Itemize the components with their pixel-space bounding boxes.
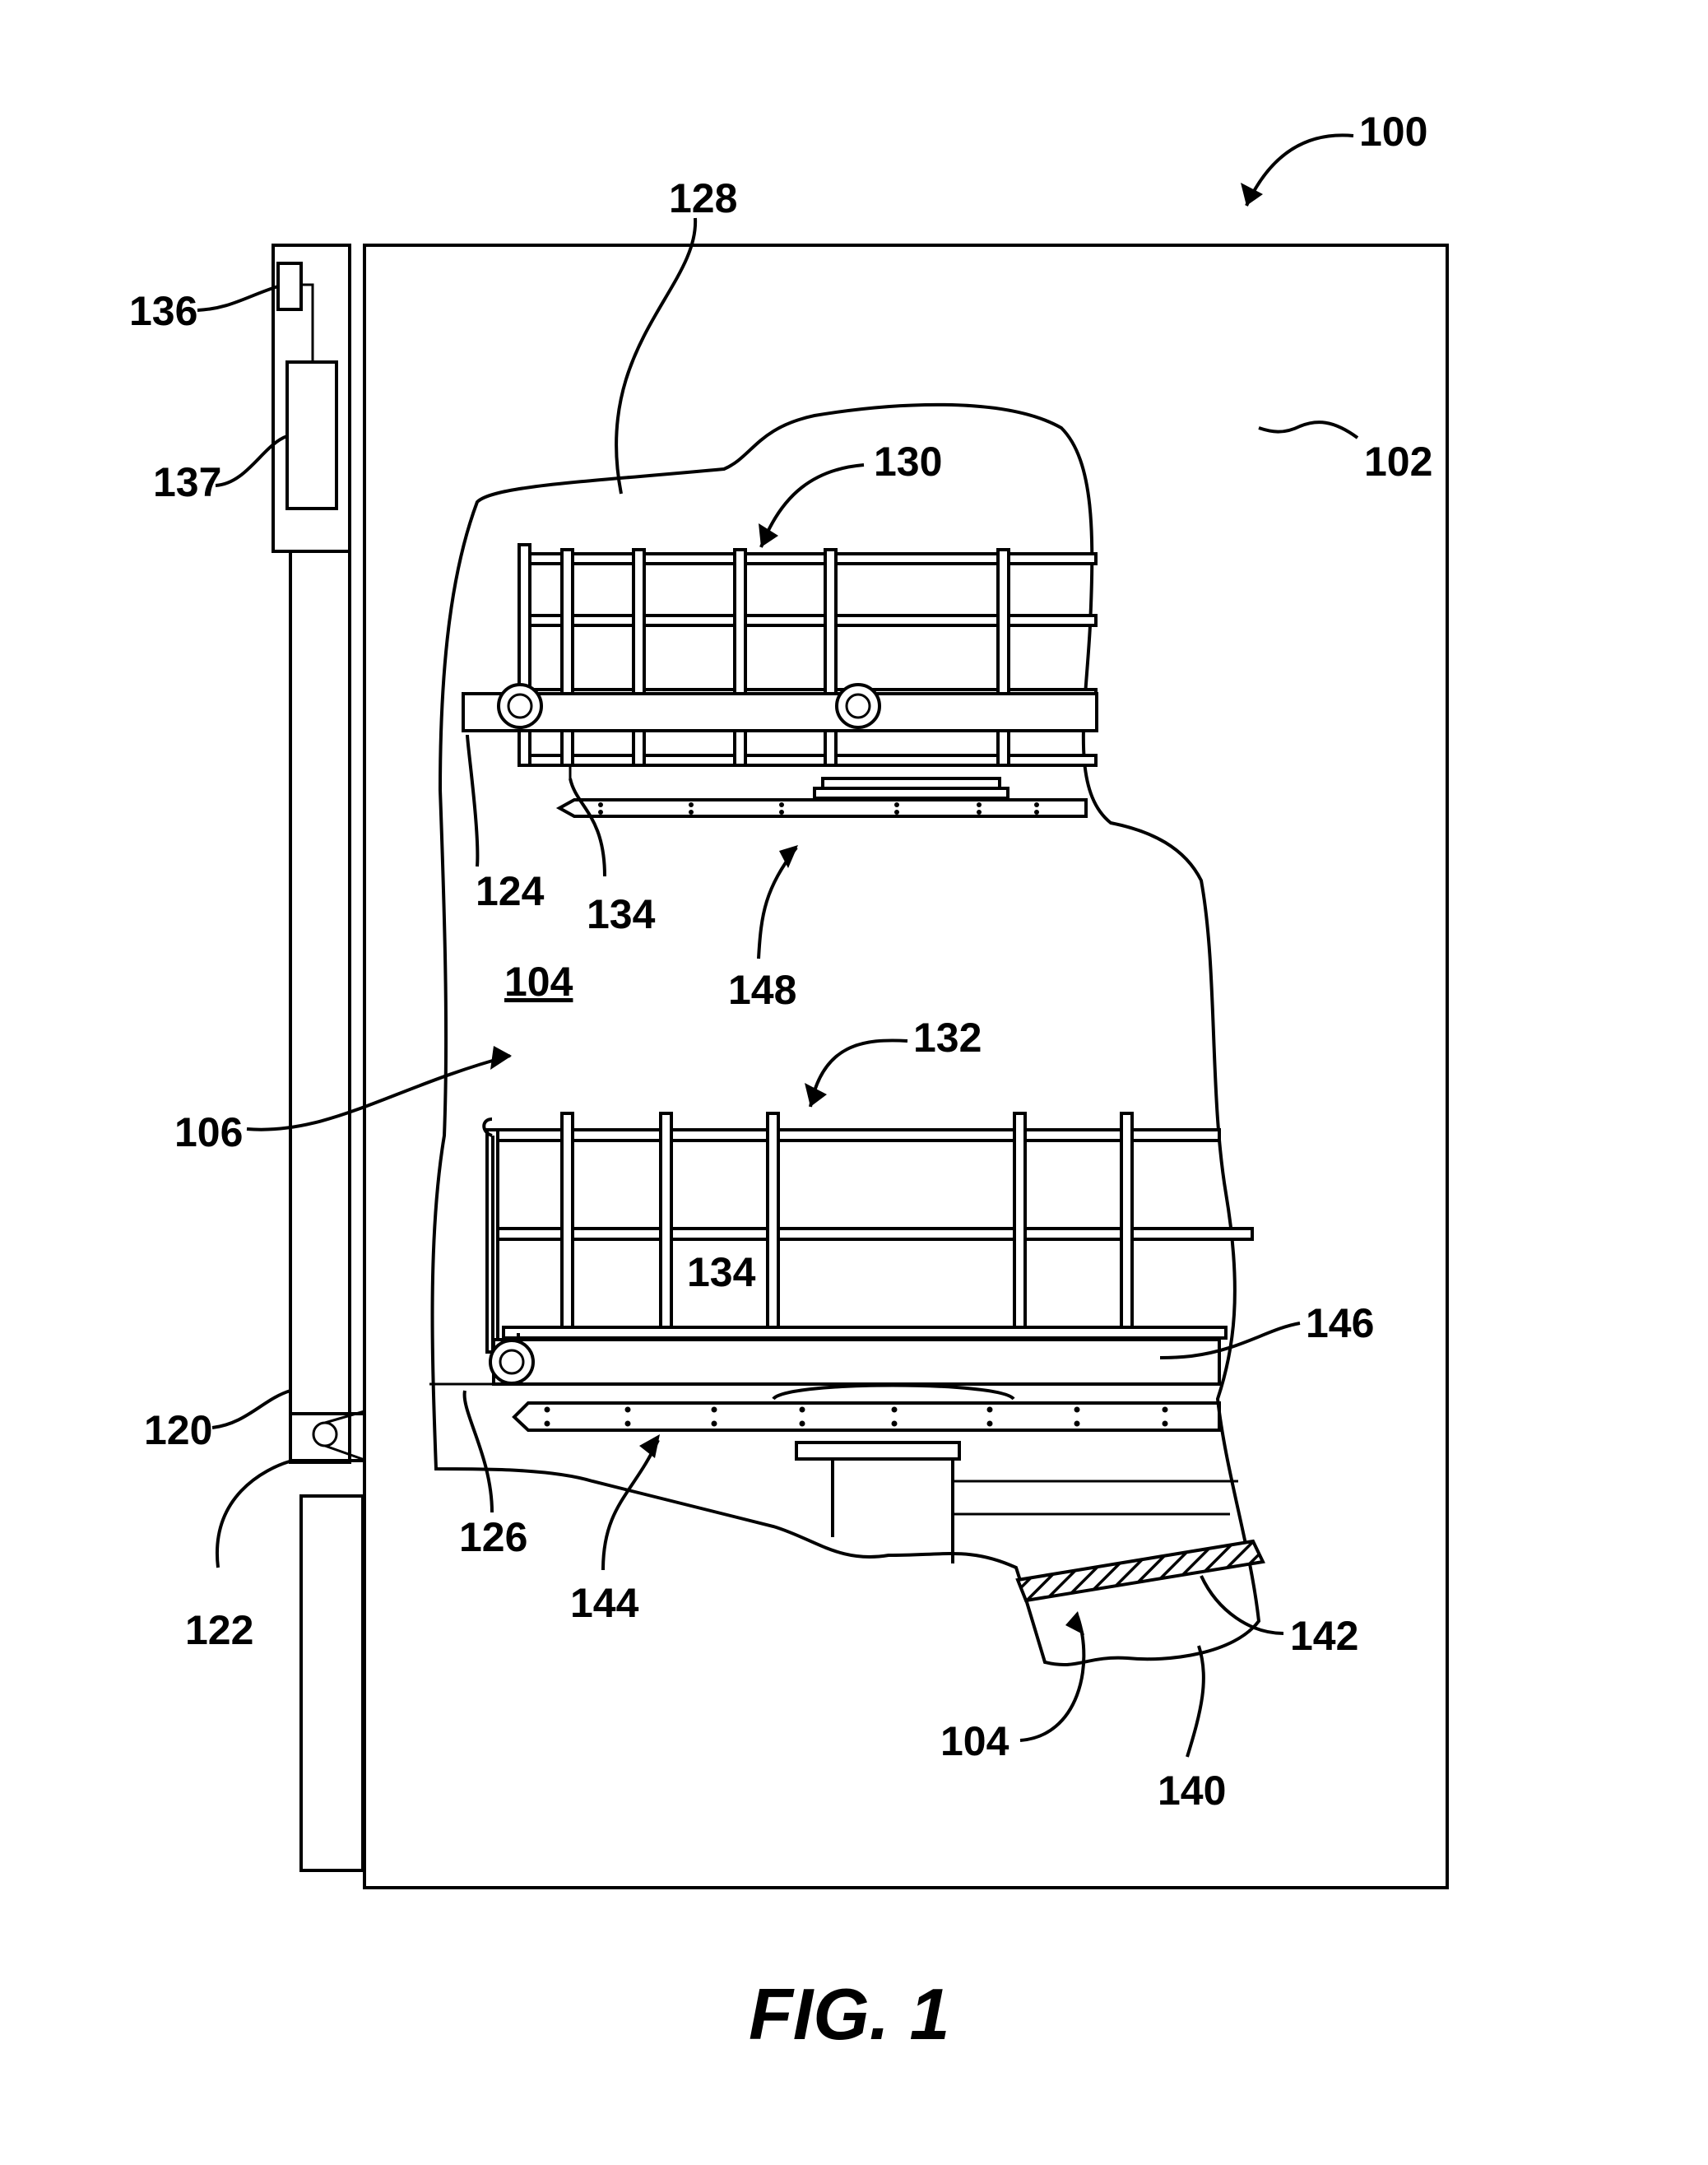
filter-screen xyxy=(1018,1541,1263,1601)
lower-rack-roller xyxy=(490,1340,533,1383)
door-frame xyxy=(290,551,350,1462)
spray-column xyxy=(833,1459,953,1563)
hinge-plate xyxy=(290,1414,364,1461)
label-126: 126 xyxy=(459,1514,527,1560)
upper-rack xyxy=(463,545,1097,778)
lower-rack-bottom-rail xyxy=(504,1327,1226,1338)
lower-spray-arm xyxy=(514,1386,1238,1564)
mid-spray-nozzles xyxy=(598,802,1039,815)
label-130: 130 xyxy=(874,439,942,485)
figure-caption: FIG. 1 xyxy=(749,1973,950,2055)
label-137: 137 xyxy=(153,459,221,505)
label-122: 122 xyxy=(185,1607,253,1653)
label-142: 142 xyxy=(1290,1613,1358,1659)
kick-plate xyxy=(301,1496,363,1870)
lower-rack-guide-rail xyxy=(494,1340,1219,1384)
hinge-link xyxy=(325,1411,364,1460)
control-wire xyxy=(301,285,313,362)
door-assembly xyxy=(273,245,364,1870)
label-102: 102 xyxy=(1364,439,1432,485)
label-134-lower: 134 xyxy=(687,1249,756,1295)
label-148: 148 xyxy=(728,967,796,1013)
upper-rack-guide-rail xyxy=(463,694,1097,731)
lower-spray-nozzles xyxy=(545,1407,1168,1427)
sump-wall-lines xyxy=(953,1481,1238,1514)
lower-rack-top-rail xyxy=(487,1130,1219,1141)
lower-rack-mid-rail xyxy=(487,1229,1252,1239)
mid-spray-arm xyxy=(559,778,1086,816)
label-120: 120 xyxy=(144,1407,212,1453)
label-134-upper: 134 xyxy=(587,891,656,937)
spray-hub xyxy=(796,1443,959,1459)
label-140: 140 xyxy=(1158,1768,1226,1814)
lower-rack xyxy=(429,1113,1252,1384)
hinge-pin xyxy=(313,1423,336,1446)
label-128: 128 xyxy=(669,175,737,221)
label-132: 132 xyxy=(913,1015,982,1061)
cutaway-boundary xyxy=(433,405,1259,1665)
upper-rack-roller-left xyxy=(499,685,541,727)
controller-box xyxy=(287,362,336,509)
label-144: 144 xyxy=(570,1580,639,1626)
label-100: 100 xyxy=(1359,109,1427,155)
label-124: 124 xyxy=(476,868,545,914)
control-button xyxy=(278,263,301,309)
label-146: 146 xyxy=(1306,1300,1374,1346)
cabinet-outline xyxy=(364,245,1447,1888)
upper-rack-roller-right xyxy=(837,685,880,727)
label-104-lower: 104 xyxy=(940,1718,1009,1764)
label-104-upper: 104 xyxy=(504,959,573,1005)
label-106: 106 xyxy=(174,1109,243,1155)
label-136: 136 xyxy=(129,288,197,334)
